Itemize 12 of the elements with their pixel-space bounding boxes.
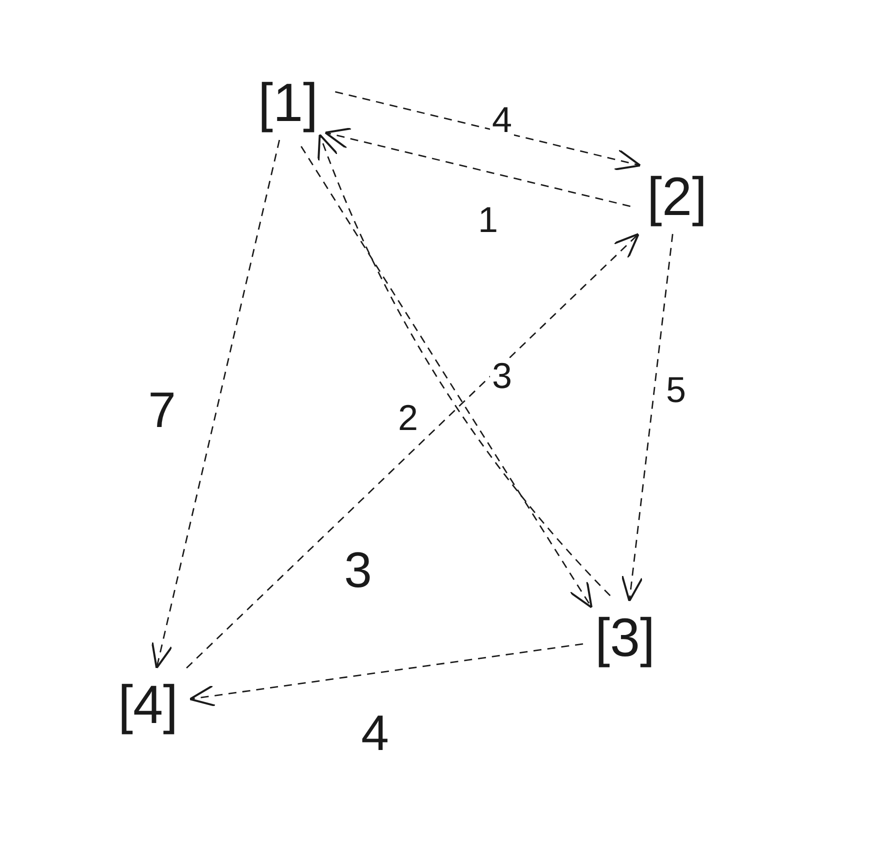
node-label: [1] [246, 66, 330, 140]
dashed-arrow [621, 234, 674, 602]
dashed-arrow [300, 146, 593, 608]
dashed-arrow [324, 128, 630, 207]
dashed-arrow [186, 233, 640, 668]
node-label: [2] [635, 160, 719, 234]
dashed-arrow [151, 140, 280, 669]
dashed-arrow [335, 91, 642, 171]
dashed-arrow [318, 134, 611, 596]
node-label: [4] [106, 668, 190, 742]
node-label: [3] [583, 601, 667, 675]
dashed-arrow [189, 643, 584, 707]
